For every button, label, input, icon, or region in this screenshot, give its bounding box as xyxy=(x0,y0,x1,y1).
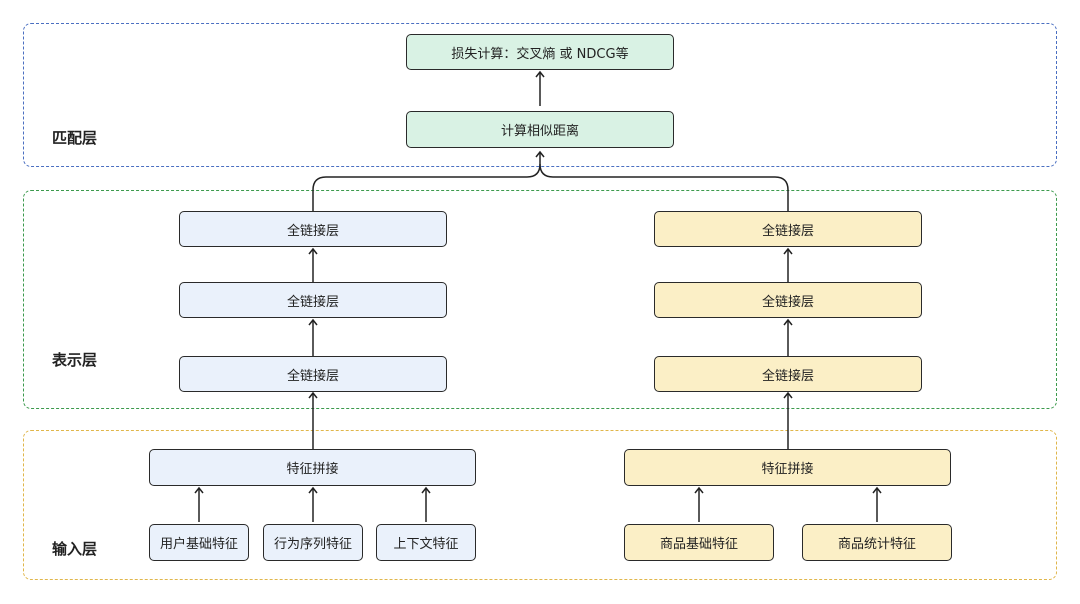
item-basic-features: 商品基础特征 xyxy=(624,524,774,561)
user-fc-layer-2: 全链接层 xyxy=(179,282,447,318)
representation-layer-box xyxy=(23,190,1057,409)
arrow-user-tower-to-similarity xyxy=(312,150,545,211)
item-feature-concat: 特征拼接 xyxy=(624,449,951,486)
behavior-sequence-features: 行为序列特征 xyxy=(263,524,363,561)
user-feature-concat: 特征拼接 xyxy=(149,449,476,486)
representation-layer-label: 表示层 xyxy=(52,351,98,369)
context-features: 上下文特征 xyxy=(376,524,476,561)
item-fc-layer-3: 全链接层 xyxy=(654,211,922,247)
item-fc-layer-1: 全链接层 xyxy=(654,356,922,392)
user-fc-layer-3: 全链接层 xyxy=(179,211,447,247)
input-layer-box xyxy=(23,430,1057,580)
user-basic-features: 用户基础特征 xyxy=(149,524,249,561)
user-fc-layer-1: 全链接层 xyxy=(179,356,447,392)
arrow-item-tower-to-similarity xyxy=(539,163,789,211)
input-layer-label: 输入层 xyxy=(52,540,98,558)
loss-node: 损失计算：交叉熵 或 NDCG等 xyxy=(406,34,674,70)
match-layer-label: 匹配层 xyxy=(52,129,98,147)
item-fc-layer-2: 全链接层 xyxy=(654,282,922,318)
similarity-node: 计算相似距离 xyxy=(406,111,674,148)
item-statistics-features: 商品统计特征 xyxy=(802,524,952,561)
